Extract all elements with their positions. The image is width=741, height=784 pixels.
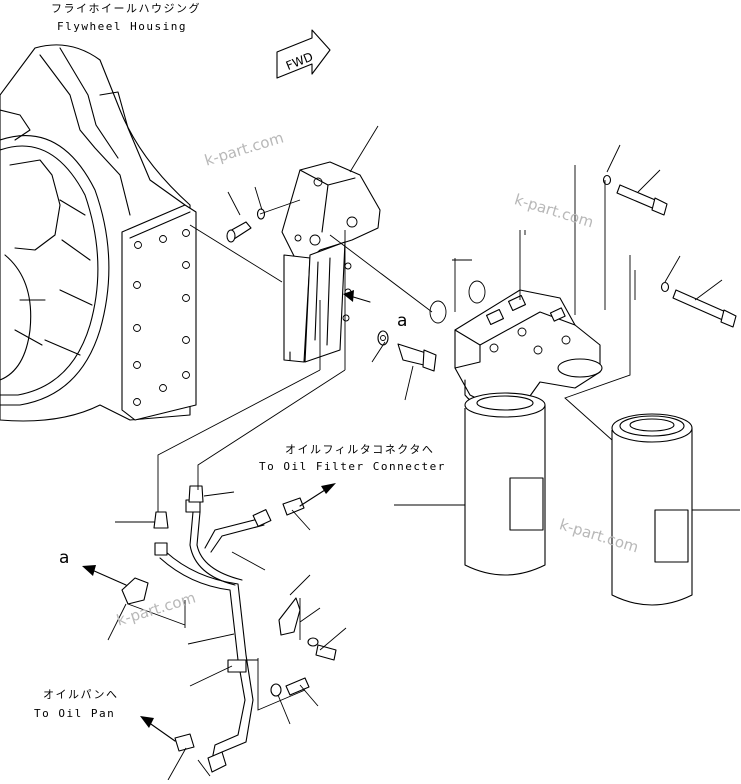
filter-head (454, 289, 603, 411)
filter-connector-label-jp: オイルフィルタコネクタへ (285, 443, 435, 456)
top-bolt (602, 174, 668, 216)
flywheel-housing (0, 44, 197, 422)
oil-pipe (154, 499, 272, 773)
head-bolt (377, 330, 437, 372)
leader-lines (107, 125, 740, 781)
fittings (153, 485, 305, 752)
clamps (121, 577, 337, 697)
filter-connector-label-en: To Oil Filter Connecter (259, 460, 446, 473)
oil-filter-spare (611, 413, 693, 606)
o-rings (429, 280, 486, 324)
mounting-bracket (281, 161, 381, 363)
direction-arrows (82, 290, 371, 742)
oil-pan-label-en: To Oil Pan (34, 707, 116, 720)
right-bolt (660, 281, 737, 328)
flywheel-housing-label-jp: フライホイールハウジング (51, 2, 201, 15)
oil-filter-installed (464, 392, 546, 576)
fwd-arrow: FWD (276, 29, 331, 79)
guide-lines (127, 165, 636, 711)
callout-a-bracket: a (397, 311, 408, 331)
callout-a-pipe: a (59, 548, 70, 568)
bracket-bolt (226, 208, 266, 243)
flywheel-housing-label-en: Flywheel Housing (57, 20, 187, 33)
oil-pan-label-jp: オイルパンへ (43, 688, 119, 701)
